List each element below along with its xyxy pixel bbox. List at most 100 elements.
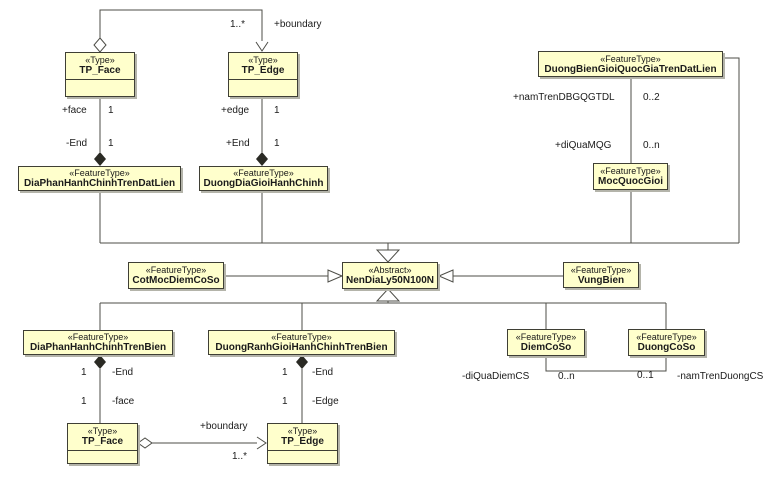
class-stereotype: «Type»	[85, 55, 115, 65]
class-name: TP_Edge	[281, 436, 324, 447]
attributes-compartment	[66, 80, 134, 96]
class-header: «Type» TP_Edge	[229, 53, 297, 80]
class-stereotype: «FeatureType»	[515, 332, 577, 342]
class-header: «FeatureType» DiaPhanHanhChinhTrenBien	[24, 331, 172, 354]
class-tp-face-top: «Type» TP_Face	[65, 52, 135, 97]
generalization-bottom-trunk	[99, 288, 667, 330]
filled-diamond-icon	[94, 152, 106, 166]
assoc-tpface-boundary-tpedge-bottom	[137, 436, 267, 450]
multiplicity-label: 1	[274, 105, 280, 116]
role-label: -Edge	[312, 396, 339, 407]
attributes-compartment	[229, 80, 297, 96]
class-diemcoso: «FeatureType» DiemCoSo	[507, 329, 585, 356]
role-label: -End	[66, 138, 88, 149]
class-header: «FeatureType» DiaPhanHanhChinhTrenDatLie…	[19, 167, 180, 190]
class-name: TP_Face	[81, 436, 124, 447]
assoc-tpedge-duongdiagioi	[256, 97, 268, 166]
class-stereotype: «FeatureType»	[636, 332, 697, 342]
class-header: «FeatureType» CotMocDiemCoSo	[129, 263, 223, 288]
role-label: -diQuaDiemCS	[462, 371, 530, 382]
class-name: DiaPhanHanhChinhTrenBien	[29, 342, 167, 353]
generalization-triangle-icon	[437, 269, 454, 283]
generalization-triangle-icon	[327, 269, 344, 283]
class-stereotype: «FeatureType»	[271, 332, 332, 342]
generalization-top-trunk	[99, 57, 740, 263]
open-diamond-icon	[93, 37, 107, 53]
class-name: CotMocDiemCoSo	[132, 275, 220, 286]
class-cotmocdiemcoso: «FeatureType» CotMocDiemCoSo	[128, 262, 224, 289]
filled-diamond-icon	[256, 152, 268, 166]
assoc-duongranhgioi-tpedge	[296, 355, 308, 423]
multiplicity-label: 0..n	[643, 140, 660, 151]
open-diamond-icon	[137, 437, 153, 449]
generalization-vungbien	[437, 269, 563, 283]
class-stereotype: «FeatureType»	[600, 53, 661, 64]
attributes-compartment	[68, 451, 137, 463]
multiplicity-label: 1	[282, 367, 288, 378]
assoc-diemcoso-duongcoso	[545, 356, 667, 372]
class-header: «FeatureType» DuongCoSo	[629, 330, 704, 355]
filled-diamond-icon	[296, 355, 308, 369]
class-stereotype: «FeatureType»	[600, 166, 661, 176]
class-nendialy50n100n: «Abstract» NenDiaLy50N100N	[342, 262, 438, 289]
class-stereotype: «Type»	[87, 426, 118, 436]
class-duongdiagioihanhchinh: «FeatureType» DuongDiaGioiHanhChinh	[199, 166, 328, 191]
attributes-compartment	[268, 451, 337, 463]
class-duongbiengioiquocgiatrendatlien: «FeatureType» DuongBienGioiQuocGiaTrenDa…	[538, 51, 723, 77]
class-stereotype: «FeatureType»	[145, 265, 207, 275]
class-stereotype: «FeatureType»	[69, 168, 130, 178]
class-name: DiemCoSo	[520, 342, 572, 353]
role-label: -End	[312, 367, 334, 378]
class-name: TP_Face	[79, 65, 121, 76]
class-name: DiaPhanHanhChinhTrenDatLien	[23, 178, 176, 189]
class-name: NenDiaLy50N100N	[345, 275, 434, 286]
class-vungbien: «FeatureType» VungBien	[563, 262, 639, 288]
role-label: +face	[62, 105, 87, 116]
role-label: +boundary	[200, 421, 248, 432]
class-tp-face-bottom: «Type» TP_Face	[67, 423, 138, 464]
class-header: «FeatureType» DuongDiaGioiHanhChinh	[200, 167, 327, 190]
role-label: -namTrenDuongCS	[677, 371, 764, 382]
multiplicity-label: 1	[282, 396, 288, 407]
assoc-tpface-boundary-tpedge-top	[93, 9, 269, 53]
class-tp-edge-bottom: «Type» TP_Edge	[267, 423, 338, 464]
multiplicity-label: 0..n	[558, 371, 575, 382]
class-name: DuongBienGioiQuocGiaTrenDatLien	[544, 63, 717, 75]
open-arrow-icon	[256, 436, 267, 450]
role-label: +diQuaMQG	[555, 140, 612, 151]
generalization-triangle-icon	[375, 288, 401, 302]
class-tp-edge-top: «Type» TP_Edge	[228, 52, 298, 97]
class-diaphanhanhchinhtrenbien: «FeatureType» DiaPhanHanhChinhTrenBien	[23, 330, 173, 355]
class-stereotype: «FeatureType»	[570, 264, 632, 275]
class-header: «FeatureType» DuongBienGioiQuocGiaTrenDa…	[539, 52, 722, 76]
role-label: -End	[112, 367, 134, 378]
class-stereotype: «Type»	[287, 426, 318, 436]
class-header: «Type» TP_Edge	[268, 424, 337, 451]
multiplicity-label: 1	[108, 105, 114, 116]
multiplicity-label: 1	[81, 367, 87, 378]
open-arrow-icon	[255, 41, 269, 52]
class-stereotype: «Type»	[248, 55, 278, 65]
multiplicity-label: 1..*	[230, 19, 246, 30]
multiplicity-label: 0..2	[643, 92, 660, 103]
role-label: -face	[112, 396, 135, 407]
class-duongranhgioihanhchinhtrenbien: «FeatureType» DuongRanhGioiHanhChinhTren…	[208, 330, 395, 355]
role-label: +edge	[221, 105, 250, 116]
multiplicity-label: 1	[81, 396, 87, 407]
class-name: MocQuocGioi	[598, 176, 663, 187]
assoc-diaphanbien-tpface	[94, 355, 106, 423]
class-header: «Abstract» NenDiaLy50N100N	[343, 263, 437, 288]
class-header: «Type» TP_Face	[68, 424, 137, 451]
class-stereotype: «FeatureType»	[233, 168, 294, 178]
multiplicity-label: 0..1	[637, 370, 654, 381]
class-header: «Type» TP_Face	[66, 53, 134, 80]
class-header: «FeatureType» DuongRanhGioiHanhChinhTren…	[209, 331, 394, 354]
generalization-triangle-icon	[375, 249, 401, 263]
filled-diamond-icon	[94, 355, 106, 369]
class-name: DuongRanhGioiHanhChinhTrenBien	[215, 342, 388, 353]
class-name: DuongDiaGioiHanhChinh	[203, 178, 324, 189]
class-name: DuongCoSo	[637, 342, 696, 353]
multiplicity-label: 1..*	[232, 451, 248, 462]
generalization-cotmoc	[224, 269, 344, 283]
